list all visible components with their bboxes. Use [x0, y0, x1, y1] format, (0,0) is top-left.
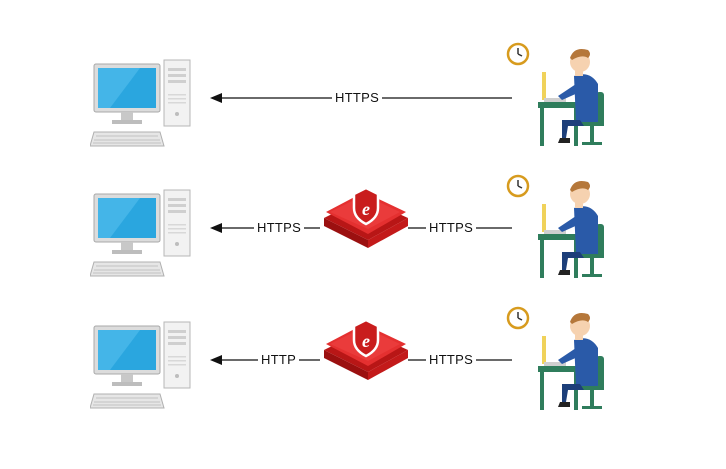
computer-icon	[90, 184, 200, 284]
row-3-left-label: HTTP	[258, 352, 300, 368]
user-at-desk-icon	[500, 304, 620, 414]
row-2-left-label: HTTPS	[254, 220, 305, 236]
row-1-left-label: HTTPS	[332, 90, 383, 106]
gateway-shield-icon	[316, 314, 416, 384]
row-3: HTTP HTTPS	[0, 300, 726, 430]
row-2-right-label: HTTPS	[426, 220, 477, 236]
user-at-desk-icon	[500, 172, 620, 282]
computer-icon	[90, 316, 200, 416]
user-at-desk-icon	[500, 40, 620, 150]
gateway-shield-icon	[316, 182, 416, 252]
row-2: HTTPS HTTPS	[0, 168, 726, 298]
row-3-right-label: HTTPS	[426, 352, 477, 368]
row-1: HTTPS	[0, 36, 726, 166]
computer-icon	[90, 54, 200, 154]
